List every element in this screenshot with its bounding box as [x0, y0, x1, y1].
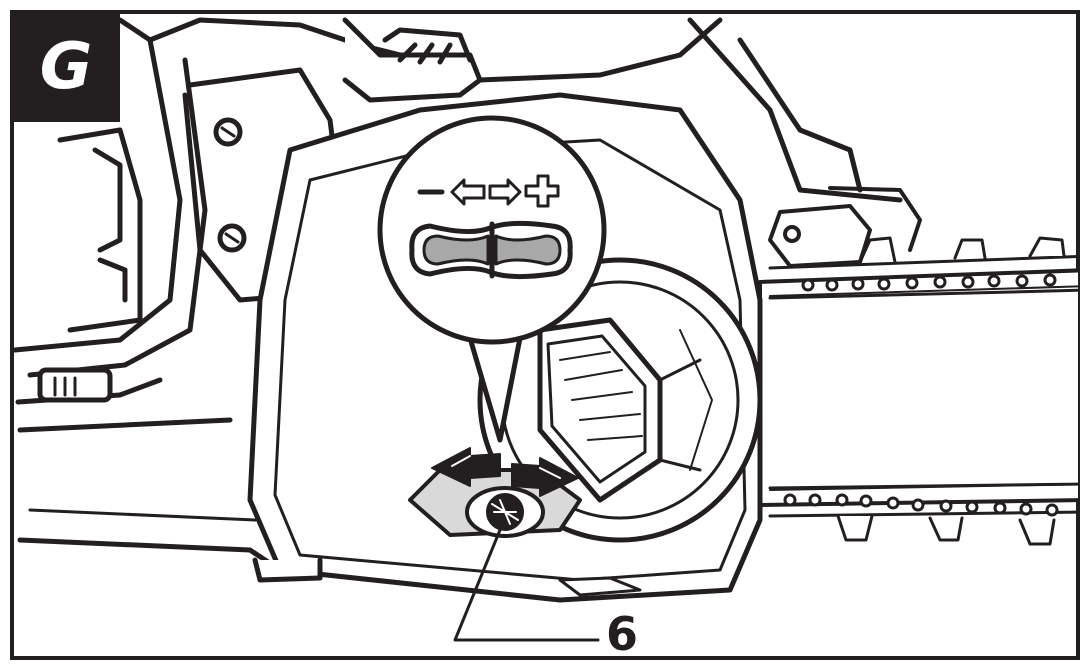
magnifier-pointer	[467, 335, 523, 443]
rear-handle	[12, 17, 233, 433]
guide-bar	[758, 268, 1078, 507]
direction-arrows-icon	[431, 447, 579, 497]
callout-leader-line	[453, 528, 600, 642]
callout-number: 6	[606, 607, 639, 661]
figure-label: G	[12, 12, 120, 122]
oil-adjustment-screw-icon	[486, 493, 524, 531]
adjuster-knob-icon	[409, 220, 573, 280]
saw-chain-bottom	[768, 482, 1078, 546]
minus-plus-arrows-icon	[417, 174, 560, 208]
bar-clamp-bracket	[768, 186, 922, 268]
